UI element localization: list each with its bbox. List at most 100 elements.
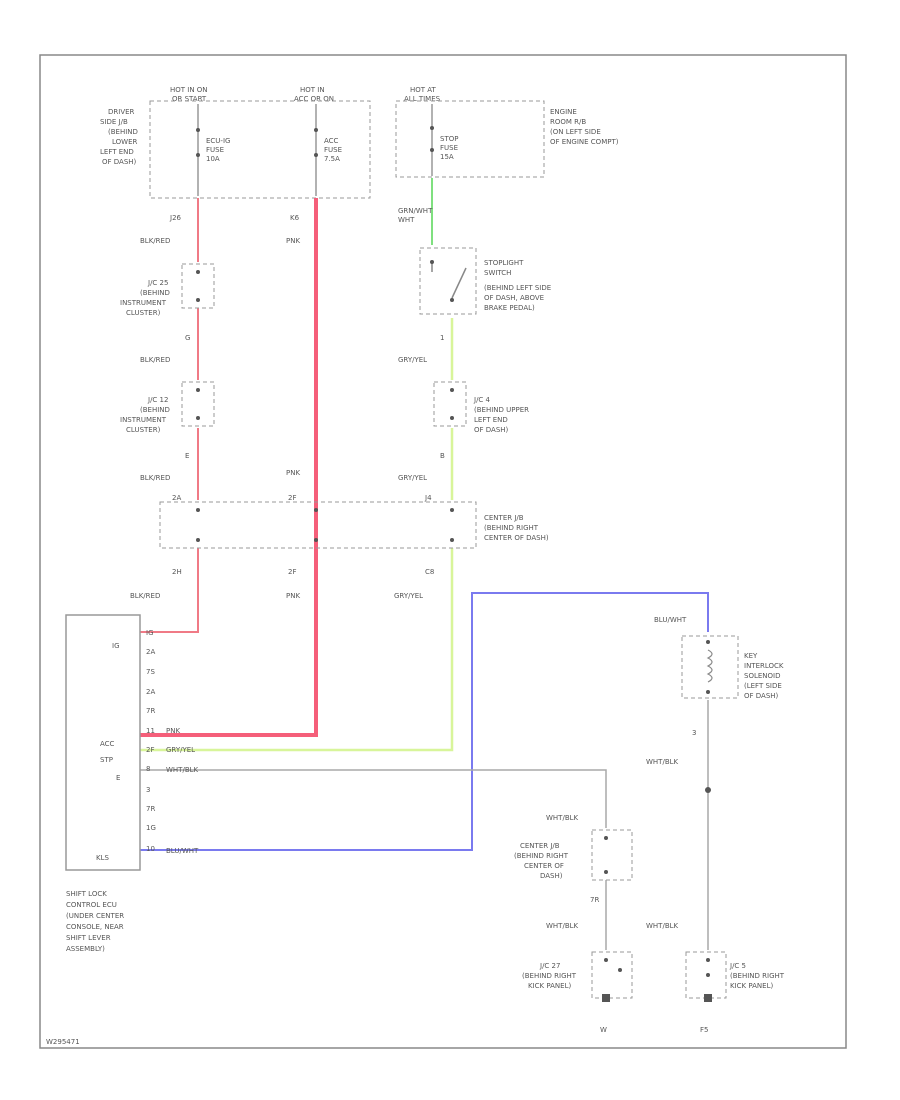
svg-text:CONTROL ECU: CONTROL ECU bbox=[66, 901, 117, 909]
wire-label-wht-blk-2: WHT/BLK bbox=[646, 758, 679, 766]
jc4-label: J/C 4 (BEHIND UPPER LEFT END OF DASH) bbox=[473, 396, 529, 434]
svg-text:SWITCH: SWITCH bbox=[484, 269, 511, 277]
svg-text:7S: 7S bbox=[146, 668, 155, 676]
svg-text:(BEHIND: (BEHIND bbox=[140, 406, 170, 414]
ecu-pin-ig: IG bbox=[112, 642, 120, 650]
wire-label-gry-yel-2: GRY/YEL bbox=[398, 474, 427, 482]
stoplight-box bbox=[419, 247, 477, 315]
svg-text:ROOM R/B: ROOM R/B bbox=[550, 118, 586, 126]
svg-text:FUSE: FUSE bbox=[206, 146, 224, 154]
jc27-label: J/C 27 (BEHIND RIGHT KICK PANEL) bbox=[522, 962, 577, 990]
svg-text:7R: 7R bbox=[146, 707, 155, 715]
wire-gry-yel bbox=[140, 318, 454, 752]
jc12-label: J/C 12 (BEHIND INSTRUMENT CLUSTER) bbox=[120, 396, 170, 434]
engine-rb-box bbox=[395, 100, 545, 178]
wire-label-pnk-1: PNK bbox=[286, 237, 300, 245]
svg-text:(BEHIND: (BEHIND bbox=[108, 128, 138, 136]
jc27-box bbox=[591, 951, 633, 999]
svg-text:2A: 2A bbox=[146, 688, 155, 696]
jc5-label: J/C 5 (BEHIND RIGHT KICK PANEL) bbox=[729, 962, 785, 990]
ecu-pin-kls: KLS bbox=[96, 854, 109, 862]
source-1-line1: HOT IN ON bbox=[170, 86, 208, 94]
wire-label-blk-red-4: BLK/RED bbox=[130, 592, 160, 600]
wire-wht-blk-ecu bbox=[140, 769, 607, 828]
wire-blk-red bbox=[140, 198, 199, 633]
svg-text:CENTER J/B: CENTER J/B bbox=[484, 514, 524, 522]
svg-text:CENTER J/B: CENTER J/B bbox=[520, 842, 560, 850]
svg-text:FUSE: FUSE bbox=[324, 146, 342, 154]
pin-j26: J26 bbox=[169, 214, 182, 222]
source-3-line2: ALL TIMES bbox=[404, 95, 441, 103]
wire-label-grn-wht-1: GRN/WHT bbox=[398, 207, 433, 215]
ecu-pin-stp: STP bbox=[100, 756, 113, 764]
wire-label-blu-wht-1: BLU/WHT bbox=[654, 616, 687, 624]
svg-text:KICK PANEL): KICK PANEL) bbox=[730, 982, 773, 990]
svg-text:BRAKE PEDAL): BRAKE PEDAL) bbox=[484, 304, 535, 312]
driver-jb-label: DRIVER SIDE J/B (BEHIND LOWER LEFT END O… bbox=[100, 108, 138, 166]
svg-text:KEY: KEY bbox=[744, 652, 758, 660]
center-jb2-box bbox=[591, 829, 633, 881]
svg-text:ECU-IG: ECU-IG bbox=[206, 137, 230, 145]
wire-label-wht-blk-4: WHT/BLK bbox=[546, 922, 579, 930]
wire-label-wht-blk-3: WHT/BLK bbox=[546, 814, 579, 822]
solenoid-label: KEY INTERLOCK SOLENOID (LEFT SIDE OF DAS… bbox=[744, 652, 784, 700]
svg-text:(BEHIND RIGHT: (BEHIND RIGHT bbox=[484, 524, 539, 532]
svg-text:(BEHIND: (BEHIND bbox=[140, 289, 170, 297]
pin-b: B bbox=[440, 452, 445, 460]
svg-text:INTERLOCK: INTERLOCK bbox=[744, 662, 784, 670]
jc25-box bbox=[181, 263, 215, 309]
svg-text:OF DASH): OF DASH) bbox=[474, 426, 509, 434]
svg-text:ACC: ACC bbox=[324, 137, 339, 145]
svg-text:10A: 10A bbox=[206, 155, 220, 163]
pin-k6: K6 bbox=[290, 214, 300, 222]
wire-label-gry-yel-3: GRY/YEL bbox=[394, 592, 423, 600]
jc4-box bbox=[433, 381, 467, 427]
svg-text:11: 11 bbox=[146, 727, 155, 735]
ecu-pin-acc: ACC bbox=[100, 740, 115, 748]
pin-2h: 2H bbox=[172, 568, 182, 576]
svg-text:SOLENOID: SOLENOID bbox=[744, 672, 780, 680]
wire-label-pnk-3: PNK bbox=[286, 592, 300, 600]
wire-label-blk-red-1: BLK/RED bbox=[140, 237, 170, 245]
svg-text:(BEHIND LEFT SIDE: (BEHIND LEFT SIDE bbox=[484, 284, 551, 292]
svg-text:(BEHIND RIGHT: (BEHIND RIGHT bbox=[730, 972, 785, 980]
engine-rb-label: ENGINE ROOM R/B (ON LEFT SIDE OF ENGINE … bbox=[550, 108, 619, 146]
svg-text:STOP: STOP bbox=[440, 135, 458, 143]
svg-text:(LEFT SIDE: (LEFT SIDE bbox=[744, 682, 782, 690]
svg-text:KICK PANEL): KICK PANEL) bbox=[528, 982, 571, 990]
wire-label-pnk-2: PNK bbox=[286, 469, 300, 477]
pin-2a: 2A bbox=[172, 494, 181, 502]
splice-dot bbox=[705, 787, 711, 793]
svg-text:OF DASH, ABOVE: OF DASH, ABOVE bbox=[484, 294, 544, 302]
svg-text:CONSOLE, NEAR: CONSOLE, NEAR bbox=[66, 923, 124, 931]
source-1-line2: OR START bbox=[172, 95, 207, 103]
svg-text:3: 3 bbox=[146, 786, 150, 794]
svg-text:J/C 4: J/C 4 bbox=[473, 396, 491, 404]
svg-text:(BEHIND RIGHT: (BEHIND RIGHT bbox=[514, 852, 569, 860]
wire-label-gry-yel-ecu: GRY/YEL bbox=[166, 746, 195, 754]
svg-text:OF DASH): OF DASH) bbox=[744, 692, 779, 700]
svg-text:J/C 25: J/C 25 bbox=[147, 279, 168, 287]
svg-text:1G: 1G bbox=[146, 824, 156, 832]
pin-1: 1 bbox=[440, 334, 444, 342]
wire-label-blu-wht-ecu: BLU/WHT bbox=[166, 847, 199, 855]
svg-text:J/C 27: J/C 27 bbox=[539, 962, 560, 970]
wire-label-wht-blk-5: WHT/BLK bbox=[646, 922, 679, 930]
svg-text:(BEHIND RIGHT: (BEHIND RIGHT bbox=[522, 972, 577, 980]
diagram-frame bbox=[39, 54, 847, 1049]
svg-text:15A: 15A bbox=[440, 153, 454, 161]
svg-text:7.5A: 7.5A bbox=[324, 155, 340, 163]
ecu-pin-e: E bbox=[116, 774, 120, 782]
svg-text:SHIFT LEVER: SHIFT LEVER bbox=[66, 934, 111, 942]
solenoid-box bbox=[681, 635, 739, 699]
center-jb2-label: CENTER J/B (BEHIND RIGHT CENTER OF DASH) bbox=[514, 842, 569, 880]
source-2-line2: ACC OR ON bbox=[294, 95, 334, 103]
svg-text:CENTER OF: CENTER OF bbox=[524, 862, 564, 870]
wire-label-pnk-ecu: PNK bbox=[166, 727, 180, 735]
fuse-acc: ACC FUSE 7.5A bbox=[314, 104, 342, 196]
wire-label-gry-yel-1: GRY/YEL bbox=[398, 356, 427, 364]
pin-j4: J4 bbox=[424, 494, 432, 502]
shift-lock-ecu-box bbox=[65, 614, 141, 871]
pin-g: G bbox=[185, 334, 190, 342]
